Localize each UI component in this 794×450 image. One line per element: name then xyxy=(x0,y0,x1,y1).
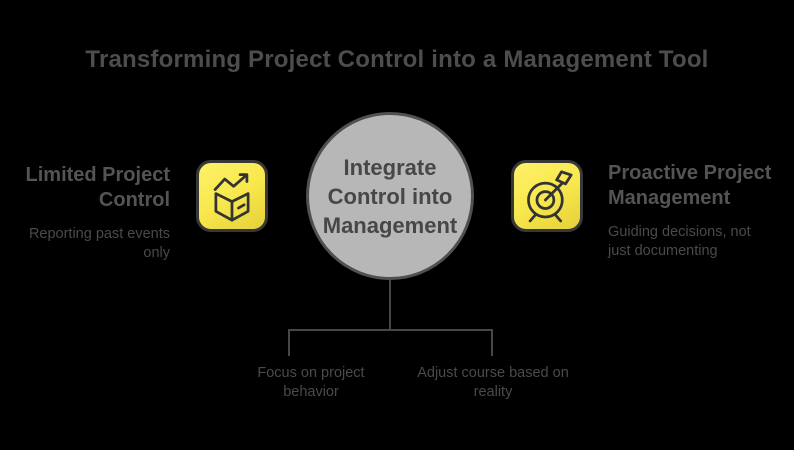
left-item-heading: Limited Project Control xyxy=(25,164,170,211)
right-item-heading: Proactive Project Management xyxy=(608,162,772,209)
left-item-description: Reporting past events only xyxy=(28,226,170,261)
limited-control-icon-card xyxy=(196,160,268,232)
proactive-management-icon-card xyxy=(511,160,583,232)
diagram-title: Transforming Project Control into a Mana… xyxy=(85,46,709,73)
connector-horizontal-line xyxy=(288,329,493,331)
bottom-label-adjust-course: Adjust course based on reality xyxy=(417,365,569,400)
center-node-label: Integrate Control into Management xyxy=(322,154,458,238)
left-item-text-block: Limited Project Control Reporting past e… xyxy=(0,163,170,263)
right-item-description: Guiding decisions, not just documenting xyxy=(608,224,751,259)
connector-left-drop-line xyxy=(288,329,290,356)
target-arrow-icon xyxy=(518,167,576,225)
center-node: Integrate Control into Management xyxy=(306,112,474,280)
bottom-label-focus-behavior: Focus on project behavior xyxy=(257,365,365,400)
right-item-text-block: Proactive Project Management Guiding dec… xyxy=(608,161,794,261)
box-trend-up-icon xyxy=(203,167,261,225)
connector-right-drop-line xyxy=(491,329,493,356)
connector-stem-line xyxy=(389,280,391,330)
